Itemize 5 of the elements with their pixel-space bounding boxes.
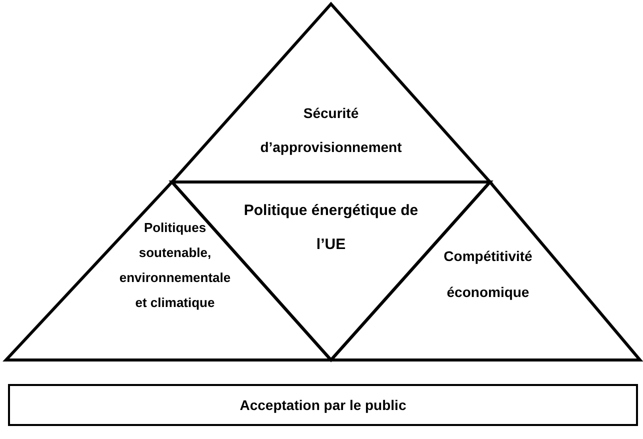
node-label: Sécurité d’approvisionnement xyxy=(259,104,403,157)
node-label: Politiques soutenable, environnementale et climatique xyxy=(118,219,232,312)
node-label: Politique énergétique de l’UE xyxy=(242,201,420,255)
node-label: Acceptation par le public xyxy=(238,396,408,414)
node-label: Compétitivité économique xyxy=(442,247,534,302)
